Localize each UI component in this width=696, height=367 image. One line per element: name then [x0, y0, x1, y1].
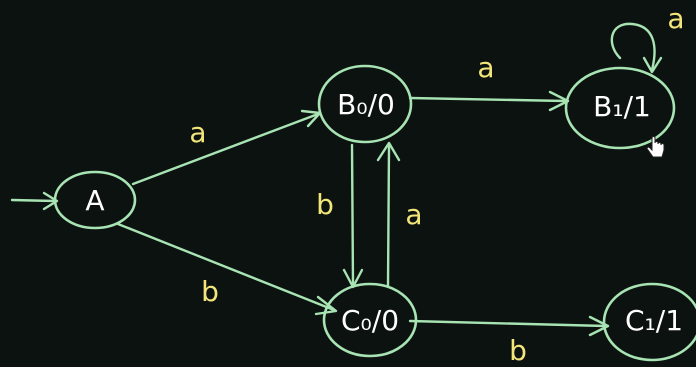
state-c0-circle — [322, 282, 418, 358]
edge-b0-to-c0 — [342, 143, 364, 289]
state-c1-circle — [602, 282, 696, 362]
edge-a-to-c0-arrowhead — [314, 295, 338, 316]
edge-label-a-to-c0: b — [201, 275, 219, 308]
state-b0: B₀/0 — [317, 64, 413, 144]
state-a-label: A — [85, 184, 104, 217]
edge-c0-to-c1 — [408, 315, 610, 337]
edge-label-b0-to-b1: a — [477, 51, 494, 84]
edge-a-to-b0-line — [131, 112, 320, 186]
state-b1-circle — [564, 66, 676, 150]
edge-b0-to-c0-line — [350, 143, 355, 287]
edge-label-a-to-b0: a — [189, 116, 206, 149]
state-c1-label: C₁/1 — [625, 304, 683, 337]
edge-a-to-c0 — [116, 222, 338, 316]
edge-a-to-b0 — [131, 109, 322, 186]
state-b0-label: B₀/0 — [337, 88, 395, 121]
edge-c0-to-c1-line — [408, 319, 608, 328]
edge-a-to-c0-line — [116, 222, 336, 312]
edge-c0-to-b0 — [376, 141, 401, 288]
edge-c0-to-b0-arrowhead — [376, 141, 401, 162]
state-b0-circle — [317, 64, 413, 144]
hand-cursor-icon — [646, 136, 665, 158]
start-arrow-line — [10, 198, 57, 203]
edge-c0-to-c1-arrowhead — [588, 315, 610, 337]
edge-c0-to-b0-line — [386, 144, 391, 288]
edge-b0-to-b1 — [408, 90, 570, 112]
edge-label-c0-to-c1: b — [509, 334, 527, 367]
state-b1-label: B₁/1 — [593, 90, 651, 123]
edge-b1-self-loop-line — [610, 22, 656, 72]
start-arrow — [10, 191, 59, 211]
state-c0: C₀/0 — [322, 282, 418, 358]
state-a-circle — [53, 170, 137, 230]
edge-label-c0-to-b0: a — [405, 198, 422, 231]
state-c0-label: C₀/0 — [341, 304, 399, 337]
edge-b0-to-b1-line — [408, 96, 568, 103]
edge-b1-self-loop — [610, 22, 663, 74]
edge-b1-self-loop-arrowhead — [642, 56, 663, 74]
edge-label-b1-self-loop: a — [667, 2, 684, 35]
edge-label-b0-to-c0: b — [316, 188, 334, 221]
state-c1: C₁/1 — [602, 282, 696, 362]
start-arrow-head — [42, 191, 59, 211]
state-b1: B₁/1 — [564, 66, 676, 150]
state-a: A — [53, 170, 137, 230]
